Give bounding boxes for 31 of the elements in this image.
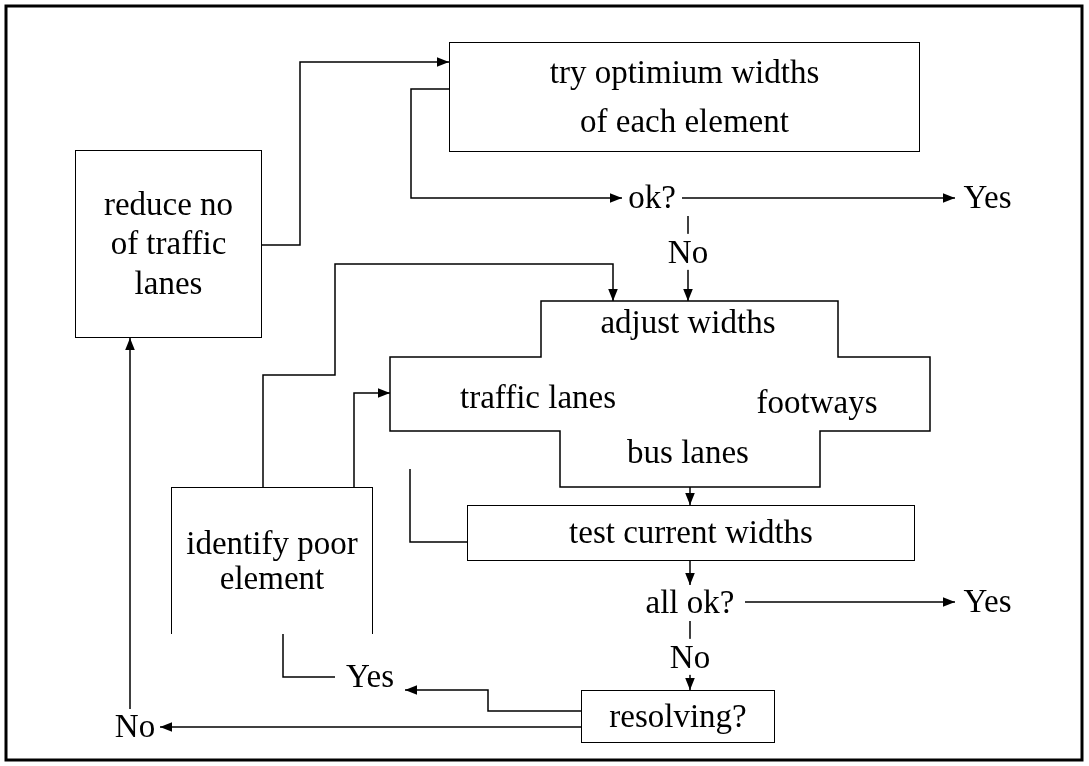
arrow — [159, 722, 582, 732]
outcome-text: Yes — [963, 582, 1012, 622]
step-text: bus lanes — [627, 433, 749, 473]
arrow — [262, 263, 618, 488]
process-box — [467, 505, 915, 561]
step-text: reduce no of traffic lanes — [103, 184, 234, 303]
process-box — [75, 150, 262, 338]
arrow — [404, 685, 582, 712]
arrow — [681, 193, 956, 203]
arrow — [685, 560, 695, 586]
arrow — [410, 88, 623, 203]
step-text: test current widths — [569, 513, 813, 553]
outcome-text: Yes — [346, 657, 394, 697]
decision-text: ok? — [628, 178, 676, 218]
outcome-text: Yes — [963, 178, 1012, 218]
arrow — [125, 337, 135, 710]
arrow — [353, 388, 391, 488]
arrow — [744, 597, 956, 607]
decision-box — [581, 690, 775, 743]
outcome-text: No — [114, 707, 156, 747]
step-text: adjust widths — [600, 303, 776, 343]
step-text: traffic lanes — [459, 378, 617, 418]
process-box — [171, 487, 373, 634]
step-text: resolving? — [609, 696, 747, 736]
process-box — [449, 42, 920, 152]
step-text: identify poor element — [185, 526, 359, 596]
step-text: try optimium widths of each element — [548, 52, 821, 141]
arrow — [261, 57, 450, 246]
decision-text: all ok? — [645, 583, 735, 623]
step-text: footways — [756, 383, 878, 423]
arrow — [685, 486, 695, 506]
